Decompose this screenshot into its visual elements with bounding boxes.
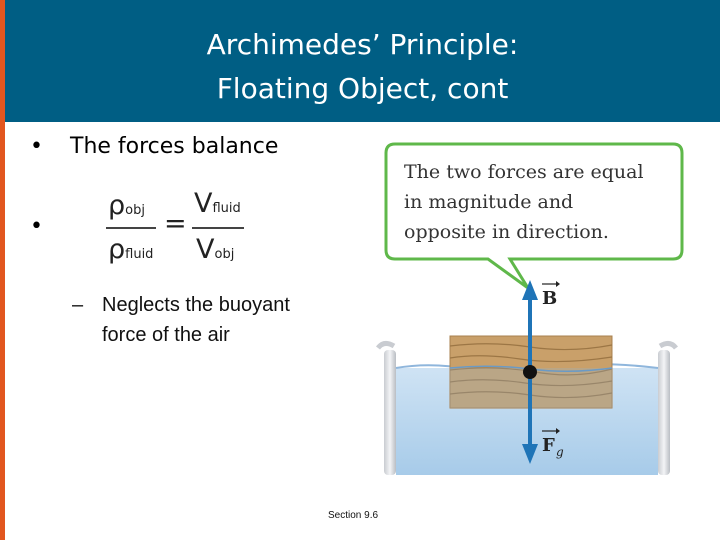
slide-title-line-2: Floating Object, cont [216,72,509,105]
sub-bullet-line-2: force of the air [102,324,230,346]
container-left-rim [376,340,396,350]
callout-line-3: opposite in direction. [404,221,609,243]
eq-rhs-fraction-bar [192,227,244,229]
slide-title-line-1: Archimedes’ Principle: [206,28,519,61]
floating-block-figure: The two forces are equal in magnitude an… [376,142,684,475]
svg-text:B: B [542,288,557,309]
bullet-marker-2: • [30,214,43,239]
container-left-wall [384,350,396,475]
title-bar: Archimedes’ Principle: Floating Object, … [5,0,720,122]
left-accent-stripe [0,0,5,540]
sub-bullet-dash: – [72,294,84,316]
callout-line-2: in magnitude and [404,191,573,213]
callout-line-1: The two forces are equal [404,161,644,183]
gravity-force-label: F g [542,428,564,459]
bullet-forces-balance: The forces balance [70,134,279,159]
svg-text:g: g [556,445,564,459]
center-of-mass-dot [523,365,537,379]
gravity-force-arrow [522,372,538,464]
eq-lhs-denominator: ρfluid [108,234,154,265]
svg-text:F: F [542,435,555,456]
container-right-wall [658,350,670,475]
section-footer: Section 9.6 [328,510,379,521]
buoyant-force-arrow [522,280,538,372]
sub-bullet-line-1: Neglects the buoyant [102,294,290,316]
container-right-rim [658,340,678,350]
callout-box: The two forces are equal in magnitude an… [384,142,684,290]
buoyant-force-label: B [542,281,560,309]
eq-equals-sign: = [164,208,187,239]
eq-lhs-numerator: ρobj [108,190,145,221]
bullet-marker-1: • [30,134,43,159]
eq-rhs-denominator: Vobj [196,234,235,265]
eq-lhs-fraction-bar [106,227,156,229]
eq-rhs-numerator: Vfluid [194,188,241,219]
